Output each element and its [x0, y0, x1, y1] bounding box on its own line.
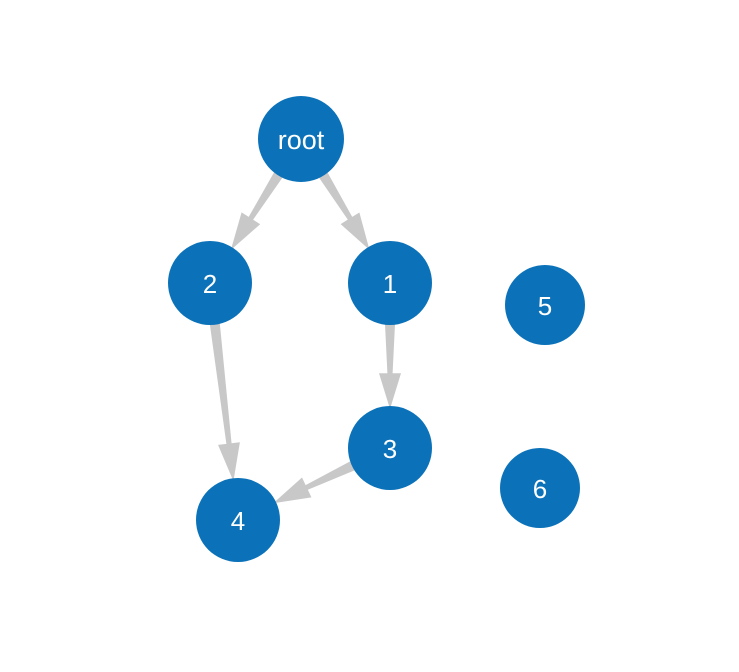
graph-node-6[interactable]: 6	[500, 448, 580, 528]
graph-edge-3-to-4[interactable]	[273, 461, 356, 504]
node-circle-6[interactable]	[500, 448, 580, 528]
node-circle-3[interactable]	[348, 406, 432, 490]
graph-node-root[interactable]: root	[258, 96, 344, 182]
node-circle-1[interactable]	[348, 241, 432, 325]
graph-node-5[interactable]: 5	[505, 265, 585, 345]
node-circle-5[interactable]	[505, 265, 585, 345]
edges-layer	[209, 171, 401, 504]
node-circle-2[interactable]	[168, 241, 252, 325]
graph-edge-1-to-3[interactable]	[379, 324, 401, 409]
graph-node-2[interactable]: 2	[168, 241, 252, 325]
graph-edge-root-to-1[interactable]	[318, 172, 370, 250]
node-circle-root[interactable]	[258, 96, 344, 182]
graph-edge-root-to-2[interactable]	[230, 171, 283, 251]
graph-node-4[interactable]: 4	[196, 478, 280, 562]
graph-node-1[interactable]: 1	[348, 241, 432, 325]
graph-edge-2-to-4[interactable]	[209, 323, 240, 482]
node-circle-4[interactable]	[196, 478, 280, 562]
graph-node-3[interactable]: 3	[348, 406, 432, 490]
